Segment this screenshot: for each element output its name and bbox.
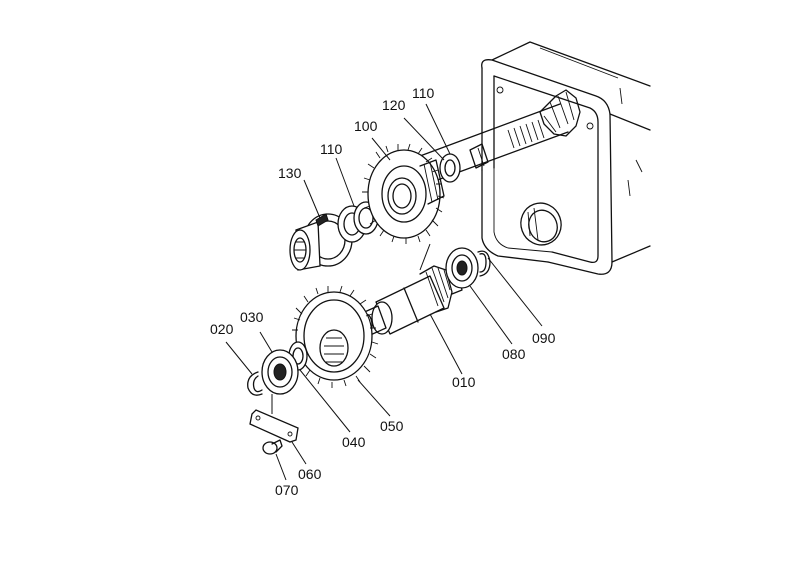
label-060: 060 <box>298 466 322 482</box>
callout-labels: 130 110 100 120 110 030 020 010 080 090 … <box>210 85 556 498</box>
label-130: 130 <box>278 165 302 181</box>
label-100: 100 <box>354 118 378 134</box>
label-080: 080 <box>502 346 526 362</box>
label-030: 030 <box>240 309 264 325</box>
label-040: 040 <box>342 434 366 450</box>
gear-050 <box>291 285 379 388</box>
label-110a: 110 <box>320 141 343 157</box>
label-090: 090 <box>532 330 556 346</box>
label-050: 050 <box>380 418 404 434</box>
bolt-070 <box>262 439 283 455</box>
plate-060 <box>249 409 299 443</box>
hub-130 <box>289 213 353 271</box>
gear-100 <box>362 143 445 244</box>
label-110b: 110 <box>412 85 435 101</box>
lower-shaft-010 <box>359 265 463 337</box>
snap-ring-090 <box>477 250 491 277</box>
transmission-housing <box>481 41 651 275</box>
bearing-080 <box>445 247 479 289</box>
label-010: 010 <box>452 374 476 390</box>
label-120: 120 <box>382 97 406 113</box>
pinion-gear <box>539 89 581 137</box>
bearing-030 <box>261 349 299 395</box>
bushing-120 <box>439 153 461 183</box>
snap-ring-020 <box>247 371 263 396</box>
label-020: 020 <box>210 321 234 337</box>
leader-lines <box>225 103 543 481</box>
label-070: 070 <box>275 482 299 498</box>
